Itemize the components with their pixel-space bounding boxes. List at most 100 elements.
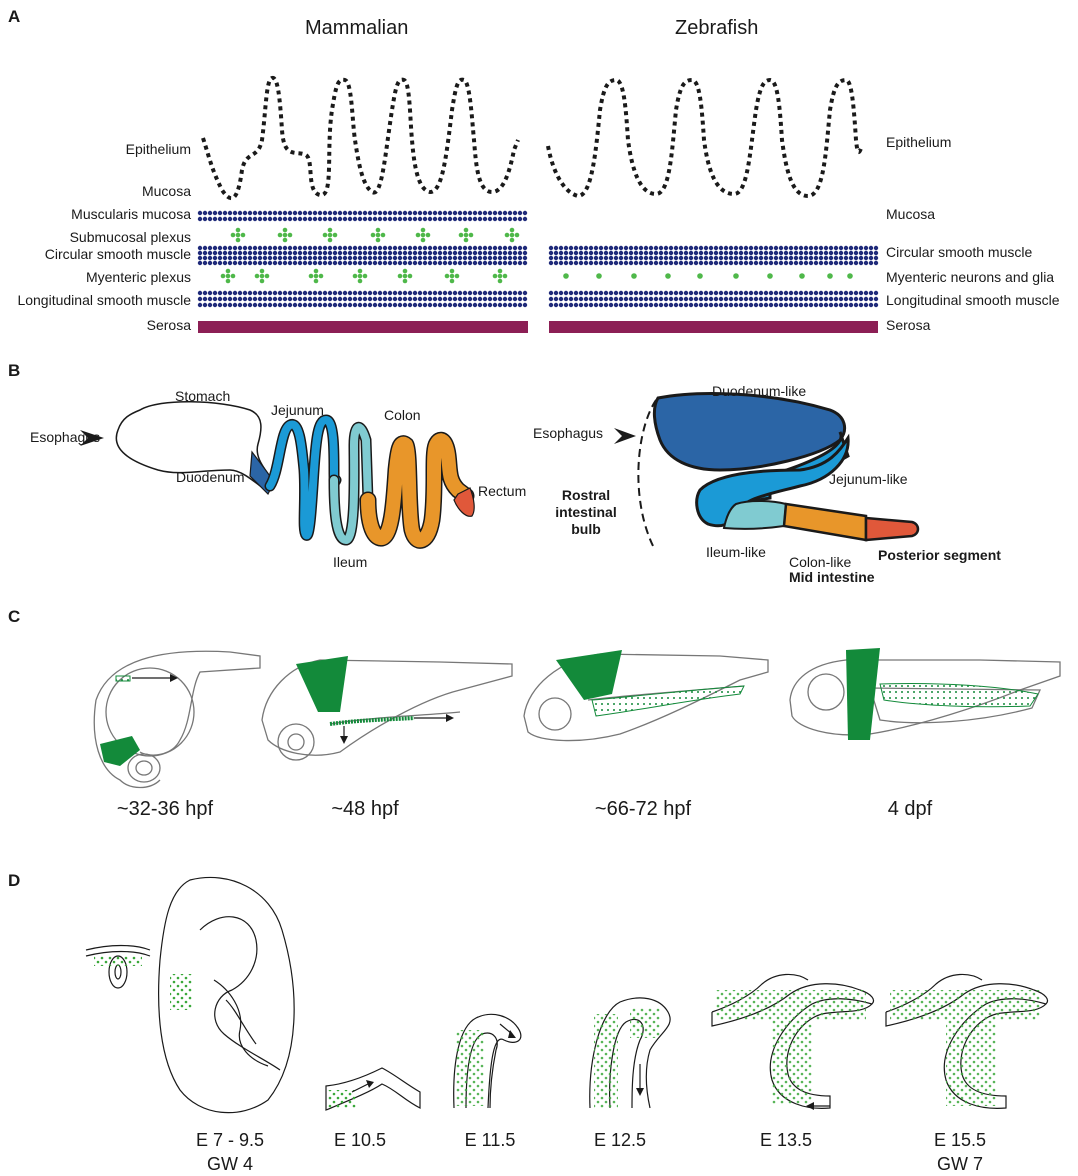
zf-longitudinal-muscle-dot (598, 302, 604, 308)
submucosal-plexus-cluster (327, 227, 333, 233)
mammal-circular-muscle-dot (247, 245, 253, 251)
zf-longitudinal-muscle-dot (763, 302, 769, 308)
zf-longitudinal-muscle-dot (738, 302, 744, 308)
mammal-circular-muscle-dot (482, 245, 488, 251)
muscularis-mucosa-dot (447, 216, 453, 222)
mammal-circular-muscle-dot (432, 245, 438, 251)
mammal-circular-muscle-dot (222, 245, 228, 251)
mammal-circular-muscle-dot (207, 245, 213, 251)
mammal-longitudinal-muscle-dot (302, 302, 308, 308)
mammal-longitudinal-muscle-dot (452, 302, 458, 308)
submucosal-plexus-cluster (509, 232, 515, 238)
myenteric-plexus-cluster (308, 273, 314, 279)
zf-longitudinal-muscle-dot (553, 290, 559, 296)
mammal-longitudinal-muscle-dot (437, 302, 443, 308)
muscularis-mucosa-dot (242, 210, 248, 216)
mammal-circular-muscle-dot (442, 255, 448, 261)
zf-circular-muscle-dot (598, 245, 604, 251)
muscularis-mucosa-dot (387, 216, 393, 222)
submucosal-plexus-cluster (509, 237, 515, 243)
mammal-longitudinal-muscle-dot (437, 296, 443, 302)
muscularis-mucosa-dot (307, 210, 313, 216)
mammal-longitudinal-muscle-dot (352, 290, 358, 296)
mammal-circular-muscle-dot (227, 255, 233, 261)
muscularis-mucosa-dot (237, 216, 243, 222)
mammal-circular-muscle-dot (457, 260, 463, 266)
mammal-longitudinal-muscle-dot (412, 296, 418, 302)
muscularis-mucosa-dot (282, 210, 288, 216)
mammal-longitudinal-muscle-dot (197, 302, 203, 308)
mammal-circular-muscle-dot (492, 255, 498, 261)
mammal-circular-muscle-dot (477, 245, 483, 251)
zf-circular-muscle-dot (793, 260, 799, 266)
mammal-circular-muscle-dot (327, 260, 333, 266)
mammal-circular-muscle-dot (377, 250, 383, 256)
zf-circular-muscle-dot (548, 255, 554, 261)
zf-longitudinal-muscle-dot (613, 302, 619, 308)
zf-longitudinal-muscle-dot (848, 302, 854, 308)
mammal-circular-muscle-dot (237, 250, 243, 256)
zf-circular-muscle-dot (748, 250, 754, 256)
mammal-circular-muscle-dot (327, 255, 333, 261)
mammal-circular-muscle-dot (342, 250, 348, 256)
mammal-longitudinal-muscle-dot (402, 302, 408, 308)
zf-circular-muscle-dot (728, 260, 734, 266)
mammal-circular-muscle-dot (397, 260, 403, 266)
myenteric-plexus-cluster (492, 273, 498, 279)
zf-circular-muscle-dot (733, 255, 739, 261)
mammal-circular-muscle-dot (437, 255, 443, 261)
mammal-longitudinal-muscle-dot (262, 290, 268, 296)
zf-circular-muscle-dot (773, 245, 779, 251)
zf-longitudinal-muscle-dot (873, 290, 879, 296)
mammal-circular-muscle-dot (502, 250, 508, 256)
zf-ileum-like-shape (722, 500, 788, 530)
zf-circular-muscle-dot (568, 250, 574, 256)
mammal-circular-muscle-dot (262, 255, 268, 261)
submucosal-plexus-cluster (230, 232, 236, 238)
zf-circular-muscle-dot (628, 250, 634, 256)
mammal-ileum-shape (330, 423, 372, 545)
zf-circular-muscle-dot (733, 260, 739, 266)
gut-e13-5 (711, 973, 875, 1110)
mammal-circular-muscle-dot (352, 245, 358, 251)
zf-circular-muscle-dot (643, 255, 649, 261)
zf-circular-muscle-dot (768, 245, 774, 251)
mammal-longitudinal-muscle-dot (442, 296, 448, 302)
mammal-circular-muscle-dot (452, 260, 458, 266)
zf-longitudinal-muscle-dot (818, 296, 824, 302)
mammal-circular-muscle-dot (202, 245, 208, 251)
zf-circular-muscle-dot (713, 260, 719, 266)
label-duodenum-like: Duodenum-like (712, 383, 806, 399)
mammal-longitudinal-muscle-dot (477, 302, 483, 308)
mammal-longitudinal-muscle-dot (267, 290, 273, 296)
label-mammal-esophagus: Esophagus (30, 429, 100, 445)
mammal-longitudinal-muscle-dot (422, 302, 428, 308)
zf-circular-muscle-dot (613, 250, 619, 256)
mammal-longitudinal-muscle-dot (357, 296, 363, 302)
zf-longitudinal-muscle-dot (803, 302, 809, 308)
mammal-longitudinal-muscle-dot (442, 290, 448, 296)
mammal-circular-muscle-dot (402, 250, 408, 256)
mammal-circular-muscle-dot (482, 250, 488, 256)
zf-longitudinal-muscle-dot (843, 290, 849, 296)
muscularis-mucosa-dot (482, 210, 488, 216)
mammal-circular-muscle-dot (447, 250, 453, 256)
panel-label-b: B (8, 361, 20, 380)
mammal-circular-muscle-dot (477, 255, 483, 261)
mammal-circular-muscle-dot (502, 245, 508, 251)
stage-c-1: ~32-36 hpf (117, 798, 214, 820)
mammal-longitudinal-muscle-dot (322, 290, 328, 296)
zf-circular-muscle-dot (558, 250, 564, 256)
zf-circular-muscle-dot (653, 260, 659, 266)
zf-circular-muscle-dot (718, 245, 724, 251)
mammal-myenteric-plexus-label: Myenteric plexus (86, 269, 191, 285)
muscularis-mucosa-dot (302, 210, 308, 216)
muscularis-mucosa-dot (492, 210, 498, 216)
zf-longitudinal-muscle-dot (678, 302, 684, 308)
zf-longitudinal-muscle-dot (718, 290, 724, 296)
zf-longitudinal-muscle-dot (568, 302, 574, 308)
muscularis-mucosa-dot (497, 216, 503, 222)
mammal-longitudinal-muscle-dot (447, 296, 453, 302)
mammal-circular-muscle-dot (382, 245, 388, 251)
zf-longitudinal-muscle-dot (673, 290, 679, 296)
